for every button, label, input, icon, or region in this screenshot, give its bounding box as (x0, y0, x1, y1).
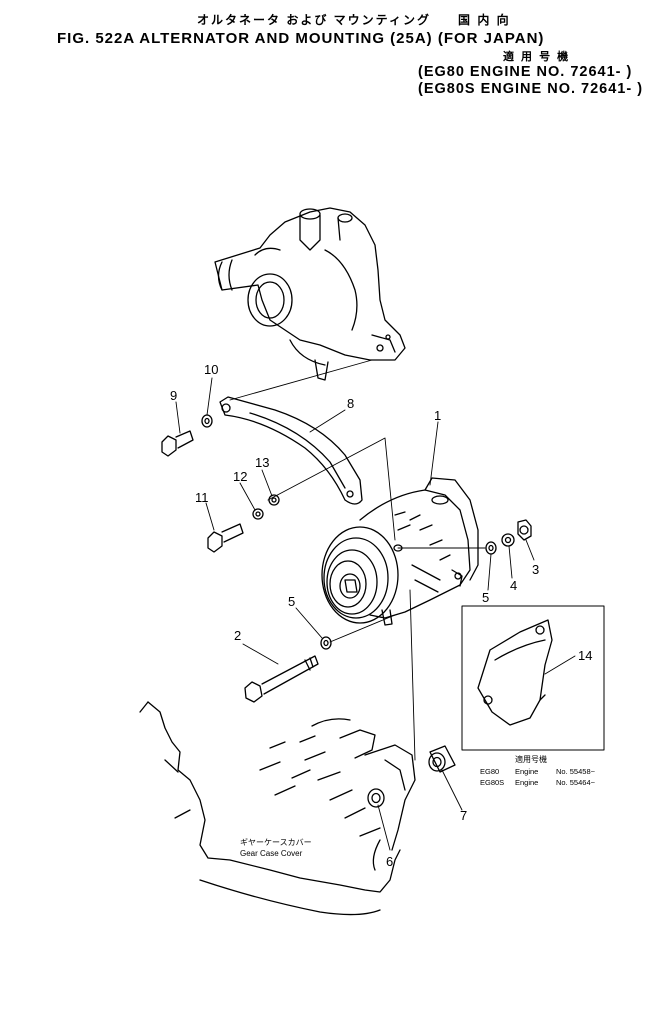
washer-5-right (485, 541, 497, 555)
callout-7: 7 (460, 808, 467, 823)
adjusting-strap (219, 396, 363, 505)
washer-4 (501, 533, 515, 547)
figure-title: FIG. 522A ALTERNATOR AND MOUNTING (25A) … (57, 30, 545, 47)
inset-row-1-number: No. 55458~ (556, 767, 596, 776)
callout-4: 4 (510, 578, 517, 593)
callout-13: 13 (255, 455, 269, 470)
callout-8: 8 (347, 396, 354, 411)
nut-3 (517, 519, 532, 541)
callout-11: 11 (195, 490, 209, 505)
inset-row-2-model: EG80S (480, 778, 504, 787)
alternator (321, 477, 479, 626)
engine-number-eg80s: (EG80S ENGINE NO. 72641- ) (418, 81, 644, 97)
inset-applicable-japanese: 適用号機 (515, 754, 547, 764)
gear-case-japanese: ギヤーケースカバー (240, 838, 312, 847)
gear-case-cover (139, 701, 416, 916)
callout-9: 9 (170, 388, 177, 403)
callout-14: 14 (578, 648, 592, 663)
callout-1: 1 (434, 408, 441, 423)
gear-case-caption: ギヤーケースカバー Gear Case Cover (240, 838, 312, 858)
spacer-7 (428, 745, 456, 773)
washer-12 (252, 508, 264, 520)
leader-line (229, 359, 373, 401)
region-japanese: 国 内 向 (458, 13, 511, 27)
bolt-11 (207, 523, 244, 553)
inset-box (461, 605, 605, 751)
bolt-2 (244, 655, 319, 703)
callout-12: 12 (233, 469, 247, 484)
title-japanese: オルタネータ および マウンティング (197, 13, 431, 27)
callout-10: 10 (204, 362, 218, 377)
inset-row-1-label: Engine (515, 767, 538, 776)
washer-5-left (320, 636, 332, 650)
inset-caption: 適用号機 EG80 Engine No. 55458~ EG80S Engine… (480, 754, 596, 787)
bolt-9 (161, 430, 194, 457)
water-pump-housing (214, 207, 406, 381)
inset-row-2-number: No. 55464~ (556, 778, 596, 787)
inset-row-1-model: EG80 (480, 767, 499, 776)
callout-5-right: 5 (482, 590, 489, 605)
callout-numbers: 1 2 3 4 5 5 6 7 8 9 10 11 12 13 14 (170, 362, 592, 869)
washer-13 (268, 494, 280, 506)
bushing-6 (367, 788, 385, 808)
callout-2: 2 (234, 628, 241, 643)
applicable-japanese: 適 用 号 機 (503, 51, 571, 63)
engine-number-eg80: (EG80 ENGINE NO. 72641- ) (418, 64, 633, 80)
callout-6: 6 (386, 854, 393, 869)
callout-3: 3 (532, 562, 539, 577)
inset-row-2-label: Engine (515, 778, 538, 787)
washer-10 (201, 414, 213, 428)
callout-5-left: 5 (288, 594, 295, 609)
gear-case-english: Gear Case Cover (240, 849, 303, 858)
callout-leaders (175, 377, 576, 851)
